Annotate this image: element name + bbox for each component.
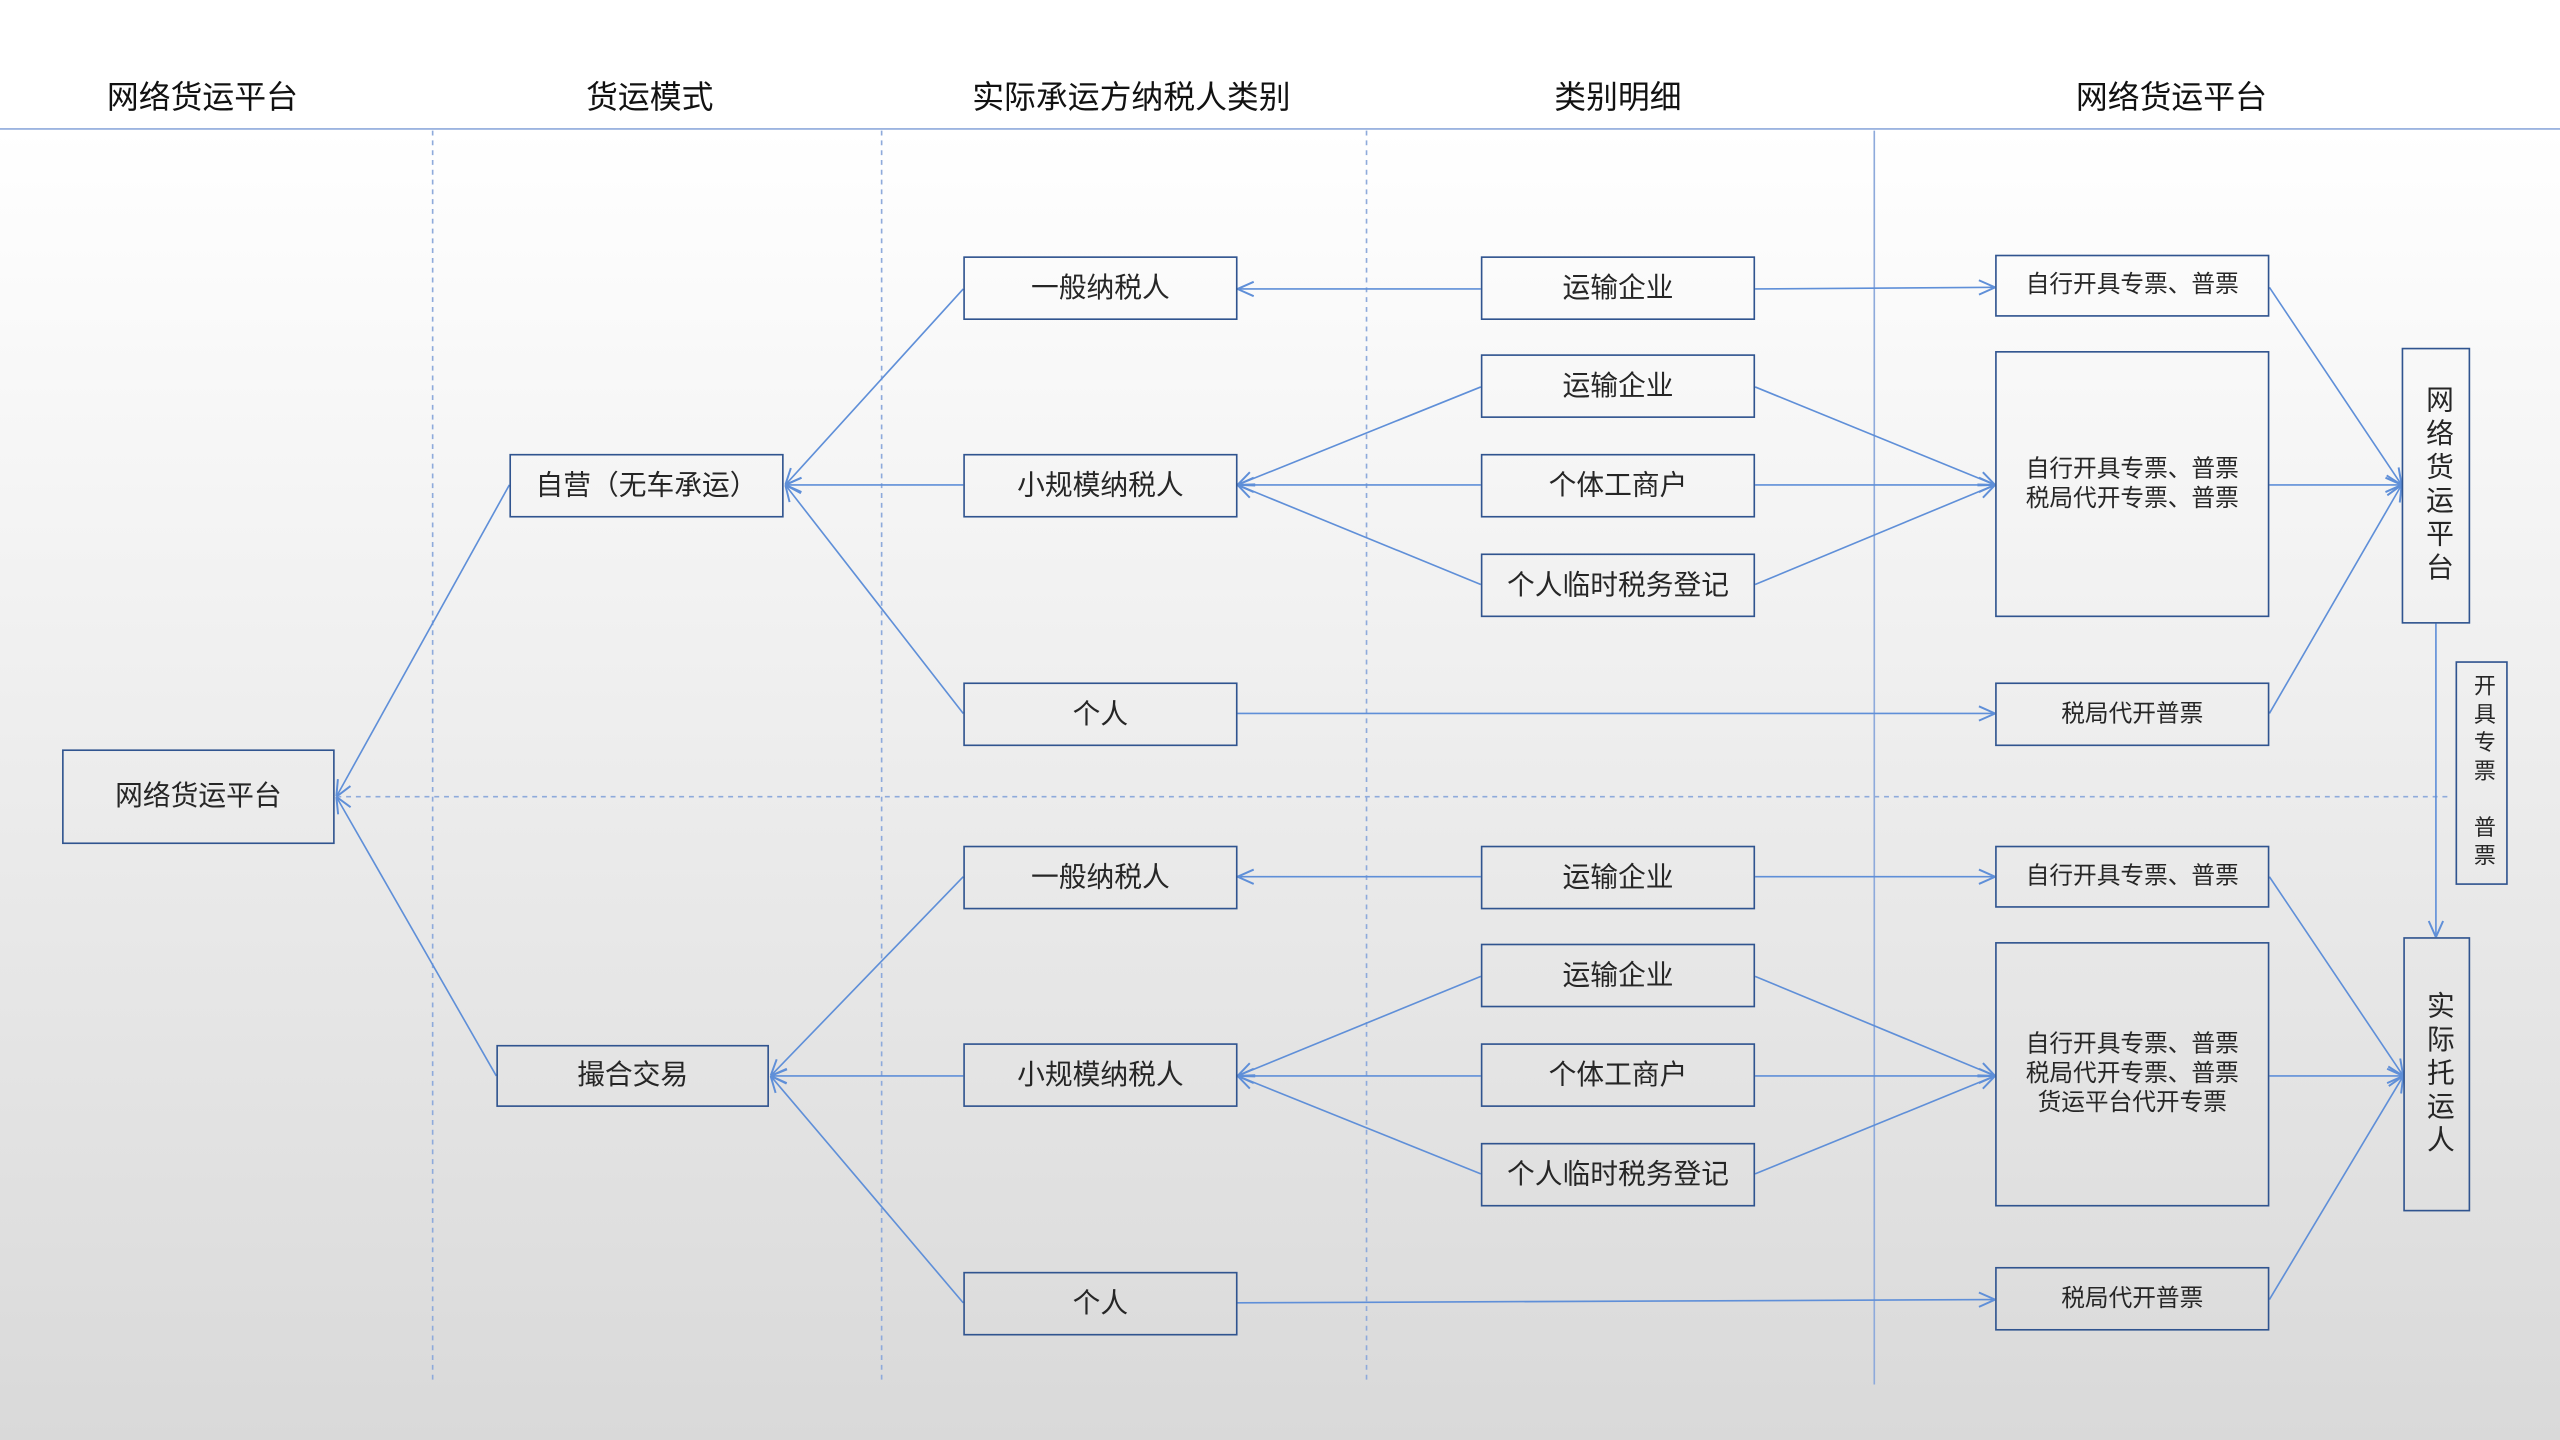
root-platform-label: 网络货运平台 [115, 780, 282, 814]
detail-label: 个人临时税务登记 [1506, 568, 1729, 602]
arrow-transport-company-to-small-scale-bottom [1238, 975, 1482, 1076]
arrow-self-operated-to-platform [336, 484, 511, 797]
invoice-label: 自行开具专票、普票 [2025, 272, 2239, 299]
detail-label: 个体工商户 [1548, 469, 1688, 503]
arrow-transport-company-to-small-scale-top [1238, 386, 1482, 485]
recipient-box-shipper: 实际托运人 [2403, 937, 2471, 1212]
detail-box-transport-company-small-bottom: 运输企业 [1480, 943, 1756, 1008]
mode-label-matchmaking: 撮合交易 [577, 1059, 689, 1093]
taxpayer-label: 个人 [1072, 697, 1129, 731]
mode-label-self-operated: 自营（无车承运） [535, 469, 758, 503]
invoice-label: 自行开具专票、普票 [2025, 456, 2239, 483]
detail-label: 运输企业 [1562, 861, 1674, 894]
invoice-label: 自行开具专票、普票 [2025, 1031, 2239, 1058]
recipient-label-platform: 网络货运平台 [2419, 385, 2453, 587]
arrow-tax-office-invoice-to-shipper [2268, 1076, 2403, 1301]
detail-label: 运输企业 [1562, 959, 1674, 992]
detail-label: 运输企业 [1562, 271, 1674, 305]
arrow-temp-tax-registration-to-small-scale-top [1238, 485, 1482, 586]
column-header-freight-mode: 货运模式 [586, 78, 714, 116]
taxpayer-box-individual-self-operated: 个人 [963, 682, 1238, 747]
invoice-box-group-bottom: 自行开具专票、普票 税局代开专票、普票 货运平台代开专票 [1995, 942, 2270, 1207]
arrow-individual-to-self-operated [785, 485, 964, 714]
arrow-self-invoice-to-shipper [2268, 876, 2403, 1076]
column-header-platform-right: 网络货运平台 [2075, 78, 2267, 116]
note-label-invoice-issue: 开具专票 普票 [2468, 674, 2495, 872]
detail-box-sole-proprietor-bottom: 个体工商户 [1480, 1043, 1756, 1107]
arrow-temp-tax-registration-to-invoice-group-bottom [1754, 1076, 1995, 1175]
mode-box-matchmaking: 撮合交易 [496, 1044, 769, 1107]
invoice-label: 税局代开普票 [2061, 701, 2204, 728]
arrow-temp-tax-registration-to-invoice-group-top [1754, 485, 1995, 586]
arrow-transport-company-to-invoice-group-top [1754, 386, 1995, 485]
arrow-self-invoice-to-platform [2268, 286, 2401, 485]
recipient-label-shipper: 实际托运人 [2420, 990, 2454, 1158]
detail-box-temp-tax-registration-bottom: 个人临时税务登记 [1480, 1142, 1756, 1207]
detail-label: 个体工商户 [1548, 1058, 1688, 1092]
taxpayer-label: 一般纳税人 [1031, 271, 1170, 305]
arrow-transport-company-to-self-invoice-top [1755, 287, 1995, 289]
arrow-individual-to-tax-office-invoice-bottom [1237, 1300, 1996, 1303]
detail-label: 运输企业 [1562, 369, 1674, 403]
recipient-box-platform: 网络货运平台 [2401, 347, 2471, 624]
invoice-label: 税局代开专票、普票 [2025, 1061, 2239, 1088]
taxpayer-box-small-scale-self-operated: 小规模纳税人 [963, 453, 1238, 518]
taxpayer-label: 小规模纳税人 [1017, 1058, 1184, 1092]
invoice-box-tax-office-top: 税局代开普票 [1995, 682, 2270, 747]
column-header-category-detail: 类别明细 [1554, 78, 1682, 116]
arrow-tax-office-invoice-to-platform [2268, 485, 2401, 714]
taxpayer-box-general-matchmaking: 一般纳税人 [963, 845, 1238, 910]
taxpayer-box-general-self-operated: 一般纳税人 [963, 256, 1238, 320]
invoice-label: 税局代开专票、普票 [2025, 485, 2239, 512]
arrow-general-to-matchmaking [771, 876, 964, 1076]
invoice-box-tax-office-bottom: 税局代开普票 [1995, 1266, 2270, 1331]
invoice-label: 自行开具专票、普票 [2025, 863, 2239, 890]
arrow-matchmaking-to-platform [336, 797, 498, 1077]
taxpayer-box-individual-matchmaking: 个人 [963, 1271, 1238, 1336]
taxpayer-label: 小规模纳税人 [1017, 469, 1184, 503]
invoice-label: 税局代开普票 [2061, 1285, 2204, 1312]
detail-box-sole-proprietor-top: 个体工商户 [1480, 453, 1756, 518]
detail-box-transport-company-general-top: 运输企业 [1480, 256, 1756, 320]
root-platform-box: 网络货运平台 [62, 749, 335, 845]
detail-box-temp-tax-registration-top: 个人临时税务登记 [1480, 553, 1756, 618]
arrow-transport-company-to-invoice-group-bottom [1754, 975, 1995, 1076]
invoice-box-group-top: 自行开具专票、普票 税局代开专票、普票 [1995, 351, 2270, 618]
column-header-platform: 网络货运平台 [106, 78, 298, 116]
arrow-general-to-self-operated [785, 288, 964, 485]
mode-box-self-operated: 自营（无车承运） [509, 453, 784, 518]
detail-label: 个人临时税务登记 [1506, 1158, 1729, 1192]
arrow-temp-tax-registration-to-small-scale-bottom [1238, 1076, 1482, 1175]
column-header-carrier-taxpayer-type: 实际承运方纳税人类别 [972, 78, 1291, 116]
taxpayer-label: 一般纳税人 [1031, 861, 1170, 894]
taxpayer-label: 个人 [1072, 1287, 1129, 1320]
detail-box-transport-company-general-bottom: 运输企业 [1480, 845, 1756, 910]
taxpayer-box-small-scale-matchmaking: 小规模纳税人 [963, 1043, 1238, 1107]
note-box-invoice-issue: 开具专票 普票 [2455, 661, 2508, 885]
detail-box-transport-company-small-top: 运输企业 [1480, 354, 1756, 418]
invoice-box-self-issued-top: 自行开具专票、普票 [1995, 254, 2270, 317]
arrow-individual-to-matchmaking [771, 1076, 964, 1304]
invoice-box-self-issued-bottom: 自行开具专票、普票 [1995, 845, 2270, 908]
invoice-label: 货运平台代开专票 [2037, 1090, 2227, 1117]
